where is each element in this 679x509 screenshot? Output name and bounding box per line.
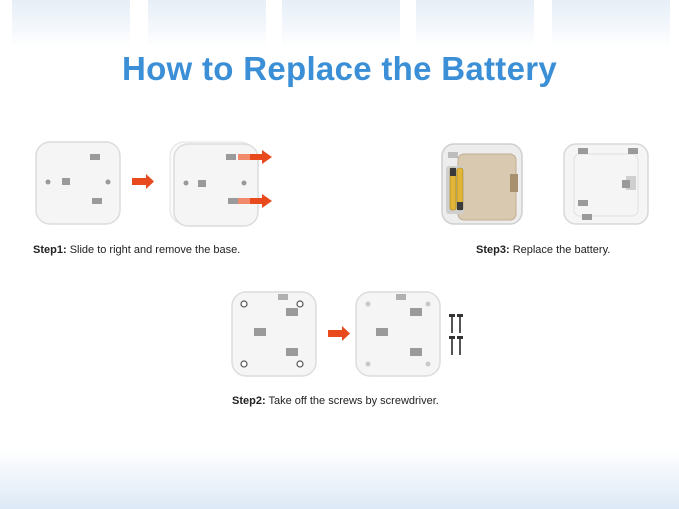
step2-caption: Step2: Take off the screws by screwdrive… — [232, 395, 439, 407]
decorative-header-tiles — [0, 0, 679, 50]
decorative-footer-gradient — [0, 449, 679, 509]
device-open-icon — [441, 143, 523, 225]
sliding-base-icon — [169, 141, 259, 227]
step1-illustration — [35, 141, 272, 227]
step3-illustration — [441, 143, 649, 225]
screws-icon — [449, 314, 463, 355]
step2-illustration — [231, 291, 463, 377]
arrow-right-icon — [238, 150, 272, 164]
base-with-screws-icon — [231, 291, 317, 377]
back-cover-icon — [563, 143, 649, 225]
arrow-right-icon — [132, 174, 154, 189]
page-title: How to Replace the Battery — [121, 50, 558, 87]
base-plate-icon — [355, 291, 441, 377]
battery-icon — [449, 167, 464, 211]
step3-caption: Step3: Replace the battery. — [476, 244, 611, 256]
arrow-right-icon — [328, 326, 350, 341]
arrow-right-icon — [238, 194, 272, 208]
base-plate-icon — [35, 141, 121, 225]
step1-caption: Step1: Slide to right and remove the bas… — [33, 244, 241, 256]
